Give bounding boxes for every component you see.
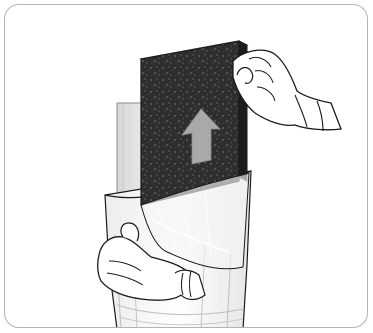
filter-illustration [5, 5, 368, 328]
illustration-frame [4, 4, 368, 328]
hand-icon [233, 50, 341, 131]
